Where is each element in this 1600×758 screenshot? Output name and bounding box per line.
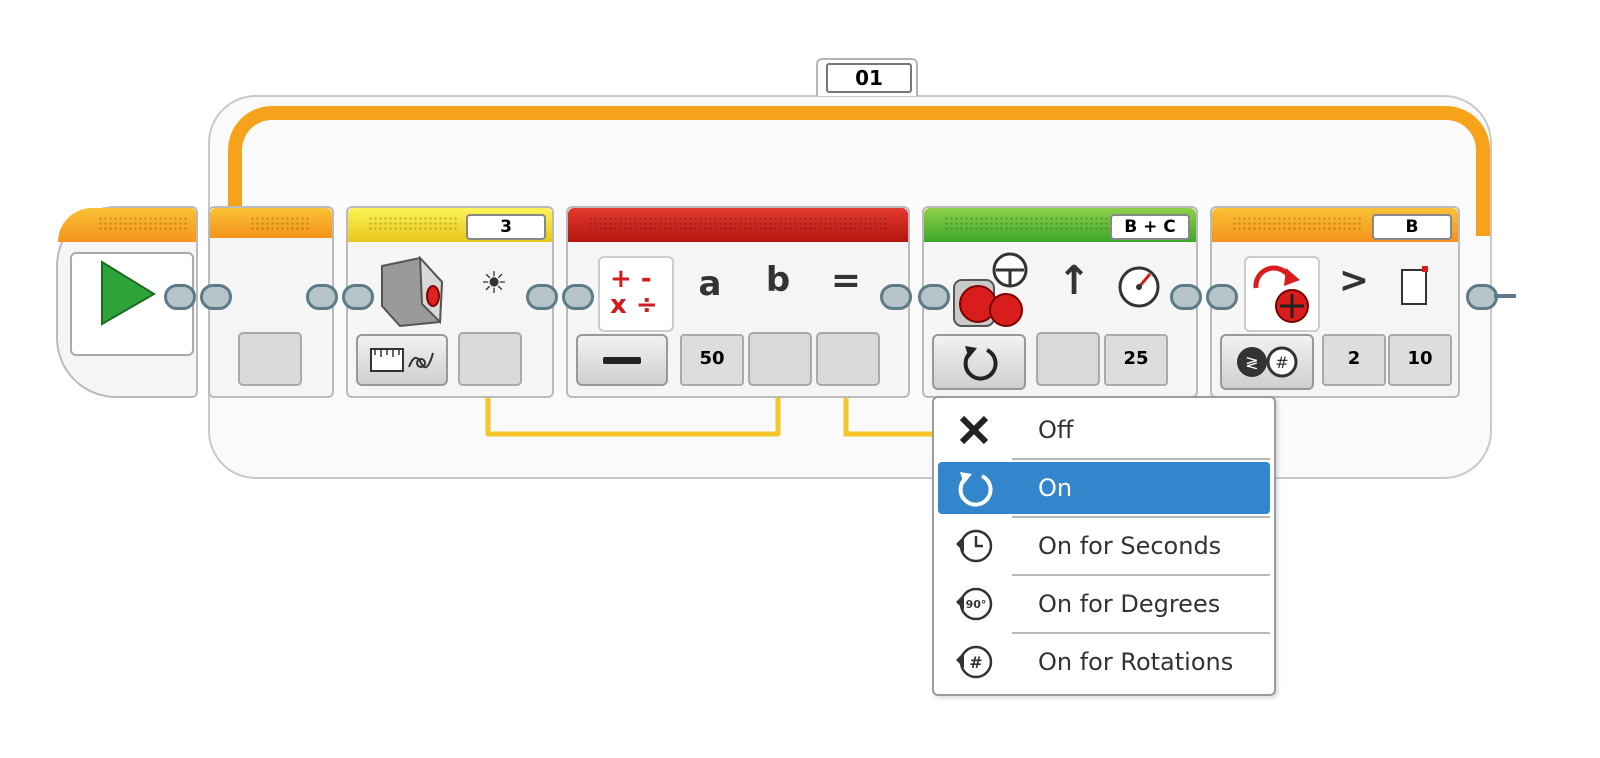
power-value[interactable]: 25 (1104, 334, 1168, 386)
x-icon (959, 415, 989, 445)
menu-item-label: On for Rotations (1038, 648, 1234, 676)
loop-in-plug (200, 284, 232, 310)
compare-mode-button[interactable]: ≷ # (1220, 334, 1314, 390)
play-icon (101, 260, 156, 326)
math-in-plug (562, 284, 594, 310)
svg-text:90°: 90° (966, 598, 987, 611)
motor-mode-menu: Off On On for Seconds 90° (932, 396, 1276, 696)
math-out-plug (880, 284, 912, 310)
steering-arrow-icon: ↑ (1057, 258, 1091, 304)
menu-item-label: On for Seconds (1038, 532, 1222, 560)
menu-item-on-for-seconds[interactable]: On for Seconds (938, 520, 1270, 572)
menu-item-on-for-degrees[interactable]: 90° On for Degrees (938, 578, 1270, 630)
timer-icon (956, 529, 993, 563)
light-icon: ☀ (480, 266, 508, 301)
ultrasonic-sensor-icon (381, 255, 444, 328)
input-b-label: b (765, 260, 791, 300)
rotate-icon (963, 346, 998, 381)
svg-text:≷: ≷ (1245, 353, 1258, 372)
measure-compare-icon (370, 348, 434, 372)
sequence-wire (1494, 294, 1516, 298)
sensor-mode-button[interactable] (356, 334, 448, 386)
compare-in-plug (1206, 284, 1238, 310)
compare-degrees-icon: ≷ # (1237, 346, 1298, 378)
rotate-icon (958, 472, 993, 507)
start-plug (164, 284, 196, 310)
rotations-icon: # (956, 645, 993, 679)
loop-bar (228, 106, 1490, 236)
loop-exit-plug (1466, 284, 1498, 310)
power-gauge-icon (1118, 266, 1160, 308)
move-out-plug (1170, 284, 1202, 310)
sensor-in-plug (342, 284, 374, 310)
steering-slot[interactable] (1036, 332, 1100, 386)
compare-value-a[interactable]: 2 (1322, 334, 1386, 386)
operator-label: > (1338, 260, 1370, 301)
menu-item-on-for-rotations[interactable]: # On for Rotations (938, 636, 1270, 688)
input-b-slot[interactable] (748, 332, 812, 386)
degrees-icon: 90° (956, 587, 993, 621)
math-mode-button[interactable] (576, 334, 668, 386)
motor-mode-button[interactable] (932, 334, 1026, 390)
menu-item-label: On for Degrees (1038, 590, 1221, 618)
sensor-output-slot[interactable] (458, 332, 522, 386)
compare-port[interactable]: B (1372, 214, 1452, 240)
menu-item-on[interactable]: On (938, 462, 1270, 514)
math-icon: + -x ÷ (598, 256, 674, 332)
svg-text:#: # (969, 653, 982, 672)
svg-text:#: # (1275, 353, 1288, 372)
steering-motor-icon (953, 252, 1028, 327)
motor-compare-icon (1244, 256, 1320, 332)
loop-interrupt-slot[interactable] (238, 332, 302, 386)
threshold-icon (1401, 266, 1428, 305)
compare-value-b[interactable]: 10 (1388, 334, 1452, 386)
move-in-plug (918, 284, 950, 310)
equals-label: = (830, 260, 862, 301)
minus-icon (603, 356, 641, 364)
menu-divider (1012, 632, 1270, 634)
menu-divider (1012, 458, 1270, 460)
loop-out-plug (306, 284, 338, 310)
sensor-block[interactable]: 3 ☀ (346, 206, 554, 398)
move-steering-block[interactable]: B + C ↑ 25 (922, 206, 1198, 398)
input-a-value[interactable]: 50 (680, 334, 744, 386)
math-block[interactable]: + -x ÷ a b = 50 (566, 206, 910, 398)
menu-item-label: Off (1038, 416, 1074, 444)
motor-compare-block[interactable]: B > ≷ # 2 10 (1210, 206, 1460, 398)
menu-item-off[interactable]: Off (938, 404, 1270, 456)
math-result-slot[interactable] (816, 332, 880, 386)
menu-divider (1012, 516, 1270, 518)
sensor-out-plug (526, 284, 558, 310)
motor-ports[interactable]: B + C (1110, 214, 1190, 240)
loop-label[interactable]: 01 (826, 63, 912, 93)
menu-item-label: On (1038, 474, 1073, 502)
menu-divider (1012, 574, 1270, 576)
input-a-label: a (698, 264, 722, 304)
sensor-port[interactable]: 3 (466, 214, 546, 240)
